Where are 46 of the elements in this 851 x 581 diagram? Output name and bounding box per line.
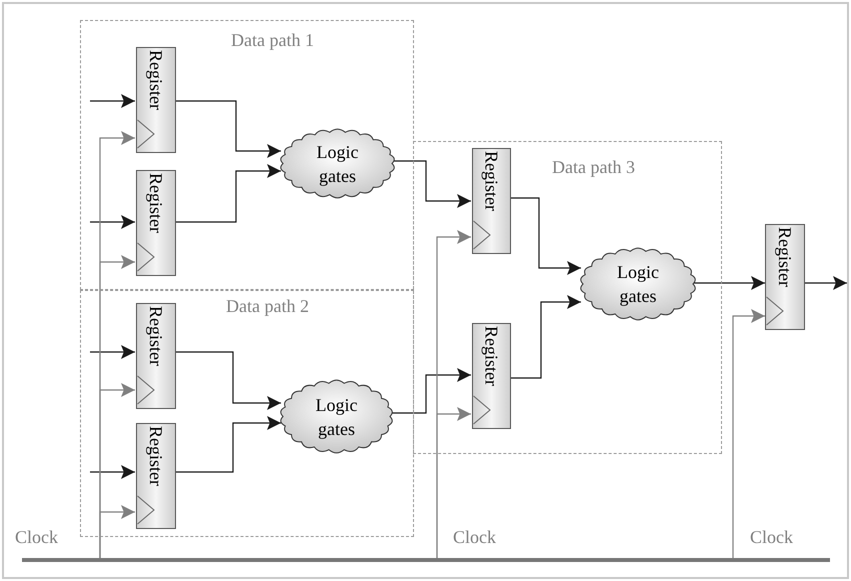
arrow xyxy=(390,368,471,414)
group-title: Data path 1 xyxy=(231,31,314,49)
arrow xyxy=(805,276,847,290)
arrow xyxy=(90,345,135,359)
arrow xyxy=(175,416,281,473)
register-label: Register xyxy=(482,326,500,388)
register-box xyxy=(136,47,176,153)
arrow xyxy=(175,100,281,158)
logic-cloud xyxy=(579,247,697,321)
logic-cloud xyxy=(279,128,396,199)
arrow xyxy=(90,215,135,229)
arrow xyxy=(175,164,281,223)
register-box xyxy=(472,148,511,254)
register-box xyxy=(136,423,176,529)
group-title: Data path 2 xyxy=(226,297,309,315)
arrow xyxy=(392,160,471,208)
register-label: Register xyxy=(147,50,165,112)
register-box xyxy=(136,303,176,409)
register-box xyxy=(765,224,805,330)
register-label: Register xyxy=(147,426,165,488)
register-box xyxy=(472,323,511,429)
cloud-label: Logic gates xyxy=(616,261,660,308)
register-label: Register xyxy=(147,306,165,368)
register-label: Register xyxy=(482,151,500,213)
clock-label: Clock xyxy=(453,528,496,546)
arrow xyxy=(90,94,135,108)
arrow xyxy=(510,197,581,275)
logic-cloud xyxy=(279,379,394,454)
arrow xyxy=(510,295,581,379)
cloud-label: Logic gates xyxy=(314,394,358,440)
arrow xyxy=(90,465,135,479)
dashed-group-box xyxy=(413,141,722,454)
cloud-label: Logic gates xyxy=(316,140,360,188)
clock-label: Clock xyxy=(15,528,58,546)
dashed-group-box xyxy=(80,290,414,537)
arrow xyxy=(99,505,135,558)
register-box xyxy=(136,170,176,276)
arrow xyxy=(436,407,471,558)
register-label: Register xyxy=(147,173,165,235)
register-label: Register xyxy=(776,227,794,289)
arrow xyxy=(693,276,765,290)
arrow xyxy=(175,351,281,410)
clock-label: Clock xyxy=(750,528,793,546)
arrow xyxy=(732,309,765,558)
group-title: Data path 3 xyxy=(552,158,635,176)
dashed-group-box xyxy=(80,20,414,290)
